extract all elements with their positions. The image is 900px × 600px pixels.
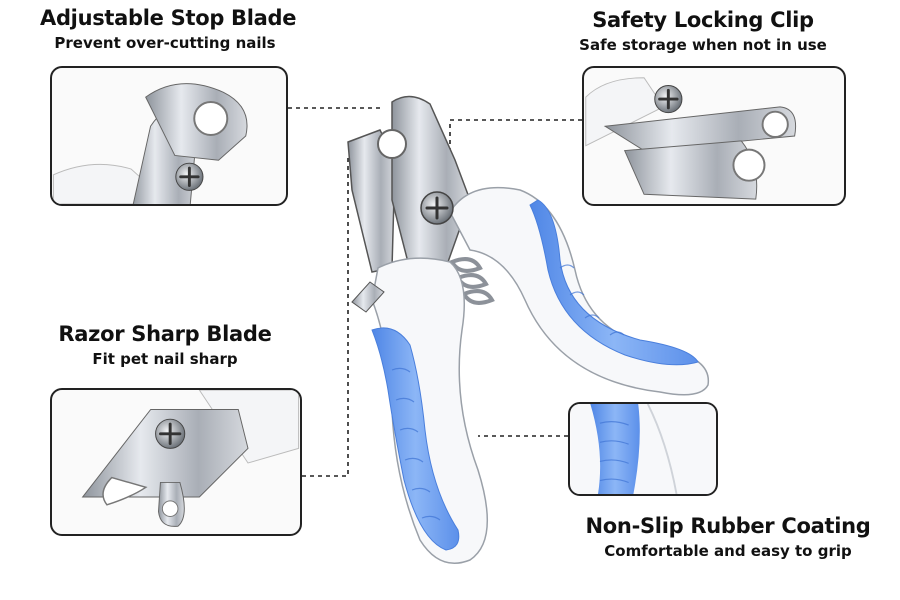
spring <box>449 257 495 305</box>
leader-lines <box>288 107 582 477</box>
inset-stop-blade <box>50 66 288 206</box>
inset-rubber-coating <box>568 402 718 496</box>
feature-razor-blade: Razor Sharp Blade Fit pet nail sharp <box>55 322 275 368</box>
feature-stop-blade: Adjustable Stop Blade Prevent over-cutti… <box>40 6 297 52</box>
razor-blade-detail-image <box>81 390 300 527</box>
locking-clip <box>351 281 385 313</box>
inset-razor-blade <box>50 388 302 536</box>
feature-subtitle: Prevent over-cutting nails <box>54 34 276 52</box>
feature-title: Non-Slip Rubber Coating <box>585 514 871 538</box>
inset-locking-clip <box>582 66 846 206</box>
feature-title: Razor Sharp Blade <box>58 322 272 346</box>
feature-subtitle: Fit pet nail sharp <box>92 350 238 368</box>
stop-blade-detail-image <box>52 83 248 204</box>
feature-title: Adjustable Stop Blade <box>40 6 297 30</box>
screw-cross-icon <box>425 196 449 220</box>
feature-subtitle: Comfortable and easy to grip <box>604 542 852 560</box>
right-grip <box>529 199 699 366</box>
cutting-blade <box>391 95 471 271</box>
rubber-coating-detail-image <box>571 404 715 494</box>
grip-ridges <box>391 264 625 521</box>
feature-title: Safety Locking Clip <box>592 8 814 32</box>
left-grip <box>371 327 460 551</box>
locking-clip-detail-image <box>585 77 797 200</box>
feature-subtitle: Safe storage when not in use <box>579 36 827 54</box>
feature-rubber-coating: Non-Slip Rubber Coating Comfortable and … <box>578 514 878 560</box>
right-handle <box>449 186 710 396</box>
feature-locking-clip: Safety Locking Clip Safe storage when no… <box>578 8 828 54</box>
leader-razor-blade <box>302 155 349 477</box>
leader-locking-clip <box>449 119 582 150</box>
blade-hole <box>377 129 407 159</box>
